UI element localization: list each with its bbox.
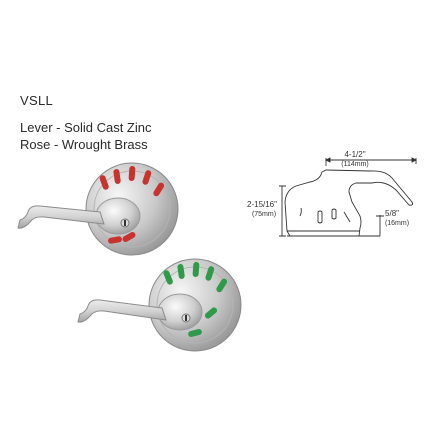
indicator-slot (128, 166, 136, 181)
keyway-slot (124, 220, 126, 226)
indicator-windows-red (99, 166, 165, 244)
slot-outline (343, 211, 351, 223)
spec-lever-material: Lever - Solid Cast Zinc (20, 120, 152, 135)
indicator-slot (192, 262, 200, 277)
indicator-slot (188, 328, 202, 338)
slot-outline (317, 210, 323, 224)
indicator-slot (177, 264, 185, 279)
slot-outline (331, 208, 337, 220)
length-metric: (114mm) (341, 161, 368, 168)
indicator-slot (204, 307, 218, 319)
lever-hub (95, 197, 141, 235)
spec-rose-material: Rose - Wrought Brass (20, 137, 148, 152)
model-title: VSLL (20, 93, 54, 108)
indicator-slot (99, 175, 109, 190)
length-imperial: 4-1/2" (344, 150, 365, 159)
indicator-slot (142, 170, 152, 185)
dim-line-top (325, 158, 417, 166)
lever-handle (17, 205, 105, 229)
dim-line-right (360, 215, 384, 237)
indicator-slot (153, 182, 165, 197)
lever-handle (77, 299, 167, 323)
indicator-slot (108, 236, 122, 244)
indicator-slot (122, 232, 136, 242)
projection-metric: (16mm) (385, 220, 409, 227)
lockset-vacant (77, 258, 242, 352)
rose-outline (284, 169, 414, 237)
slot-outline (299, 207, 302, 217)
indicator-slot (113, 169, 121, 184)
height-imperial: 2-15/16" (247, 200, 277, 209)
indicator-slot (216, 278, 228, 293)
dim-arrow (324, 157, 418, 163)
indicator-slot (205, 266, 215, 281)
dim-line-left (279, 185, 286, 237)
projection-imperial: 5/8" (385, 209, 399, 218)
height-metric: (75mm) (252, 211, 276, 218)
indicator-windows-green (163, 262, 228, 338)
keyway-slot (185, 315, 187, 321)
lockset-occupied (17, 162, 179, 256)
spec-list: Lever - Solid Cast Zinc Rose - Wrought B… (20, 119, 152, 153)
indicator-slot (163, 270, 173, 285)
lever-hub (157, 293, 203, 331)
dimension-drawing (279, 157, 418, 237)
